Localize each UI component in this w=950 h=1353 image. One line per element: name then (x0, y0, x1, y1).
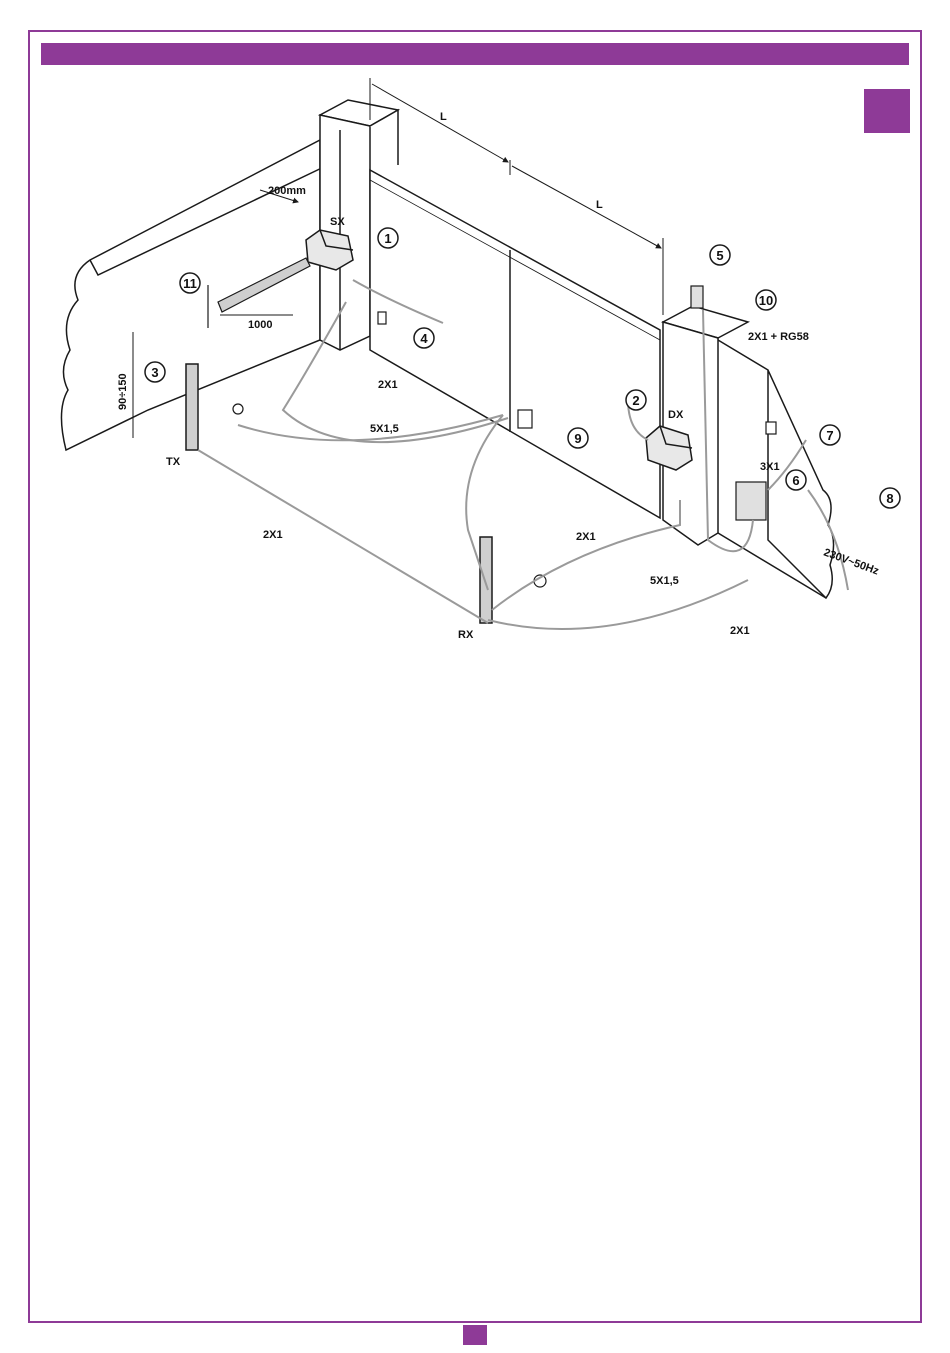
cable-label-3: 2X1 (263, 529, 283, 541)
photocell-rx-column (480, 537, 492, 623)
dim-height: 90÷150 (117, 373, 129, 410)
cable-label-2: 5X1,5 (370, 423, 399, 435)
cable-label-1: 2X1 (378, 379, 398, 391)
callout-1-label: 1 (384, 231, 391, 246)
photocell-tx-column (186, 364, 198, 450)
dim-offset: 200mm (268, 185, 306, 197)
cable-label-antenna: 2X1 + RG58 (748, 331, 809, 343)
callout-10-label: 10 (759, 293, 773, 308)
motor-sx (306, 230, 353, 270)
cable-label-6: 2X1 (730, 625, 750, 637)
label-rx: RX (458, 629, 474, 641)
callout-2-label: 2 (632, 393, 639, 408)
dim-length-1: L (440, 111, 447, 123)
callout-11-label: 11 (183, 276, 197, 291)
dim-rail-length: 1000 (248, 319, 272, 331)
callout-7-label: 7 (826, 428, 833, 443)
label-dx: DX (668, 409, 684, 421)
callout-3-label: 3 (151, 365, 158, 380)
label-tx: TX (166, 456, 181, 468)
callout-4-label: 4 (420, 331, 428, 346)
callout-8-label: 8 (886, 491, 893, 506)
callout-6-label: 6 (792, 473, 799, 488)
header-bar (41, 43, 909, 65)
callout-5-label: 5 (716, 248, 723, 263)
page-number-tab (463, 1325, 487, 1345)
gate-installation-diagram: 1 2 3 4 5 6 7 8 9 10 11 L L 1000 200mm 9… (48, 70, 910, 660)
callout-9-label: 9 (574, 431, 581, 446)
cable-label-5: 5X1,5 (650, 575, 679, 587)
label-sx: SX (330, 216, 345, 228)
dim-length-2: L (596, 199, 603, 211)
cable-label-7: 3X1 (760, 461, 780, 473)
gate-leaves (370, 170, 660, 518)
cable-label-4: 2X1 (576, 531, 596, 543)
